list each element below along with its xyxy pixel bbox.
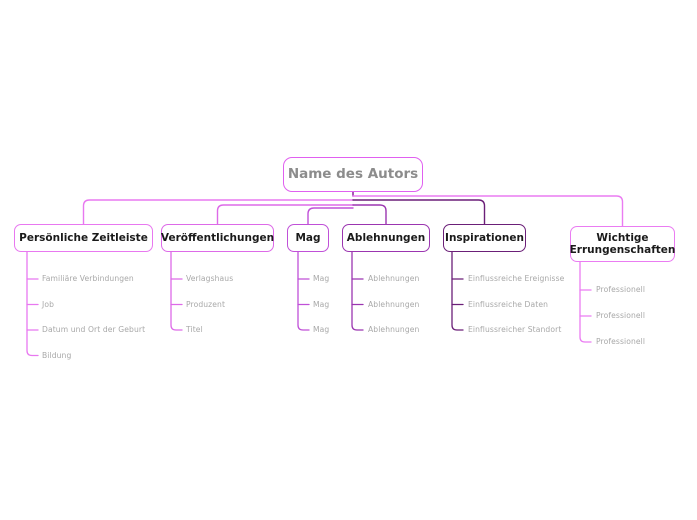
leaf-node[interactable]: Datum und Ort der Geburt	[42, 325, 146, 334]
leaf-node[interactable]: Titel	[186, 325, 203, 334]
leaf-node[interactable]: Bildung	[42, 350, 72, 360]
branch-node-label: Mag	[295, 231, 321, 244]
branch-node-1[interactable]: Persönliche Zeitleiste	[14, 224, 153, 252]
branch-node-label: Persönliche Zeitleiste	[19, 231, 148, 244]
leaf-node[interactable]: Professionell	[596, 311, 646, 320]
root-node-label: Name des Autors	[287, 165, 419, 182]
branch-node-label: Veröffentlichungen	[160, 231, 275, 244]
leaf-node[interactable]: Mag	[313, 325, 330, 334]
leaf-node[interactable]: Professionell	[596, 285, 646, 294]
leaf-node[interactable]: Einflussreiche Ereignisse	[468, 274, 565, 283]
leaf-node[interactable]: Ablehnungen	[368, 325, 420, 334]
leaf-node[interactable]: Verlagshaus	[186, 274, 234, 283]
leaf-node[interactable]: Familiäre Verbindungen	[42, 274, 134, 283]
branch-node-6[interactable]: Wichtige Errungenschaften	[570, 226, 675, 262]
branch-node-label: Ablehnungen	[346, 231, 426, 244]
leaf-node[interactable]: Job	[42, 299, 55, 309]
branch-node-2[interactable]: Veröffentlichungen	[161, 224, 274, 252]
leaf-node[interactable]: Mag	[313, 299, 330, 309]
root-node[interactable]: Name des Autors	[283, 157, 423, 192]
leaf-node[interactable]: Ablehnungen	[368, 274, 420, 283]
leaf-node[interactable]: Professionell	[596, 337, 646, 346]
branch-node-3[interactable]: Mag	[287, 224, 329, 252]
branch-node-5[interactable]: Inspirationen	[443, 224, 526, 252]
branch-node-label: Wichtige Errungenschaften	[569, 231, 676, 256]
leaf-node[interactable]: Einflussreicher Standort	[468, 325, 562, 334]
leaf-node[interactable]: Ablehnungen	[368, 299, 420, 309]
leaf-node[interactable]: Mag	[313, 274, 330, 283]
branch-node-label: Inspirationen	[445, 231, 524, 244]
leaf-node[interactable]: Produzent	[186, 299, 226, 309]
branch-node-4[interactable]: Ablehnungen	[342, 224, 430, 252]
leaf-node[interactable]: Einflussreiche Daten	[468, 299, 549, 309]
